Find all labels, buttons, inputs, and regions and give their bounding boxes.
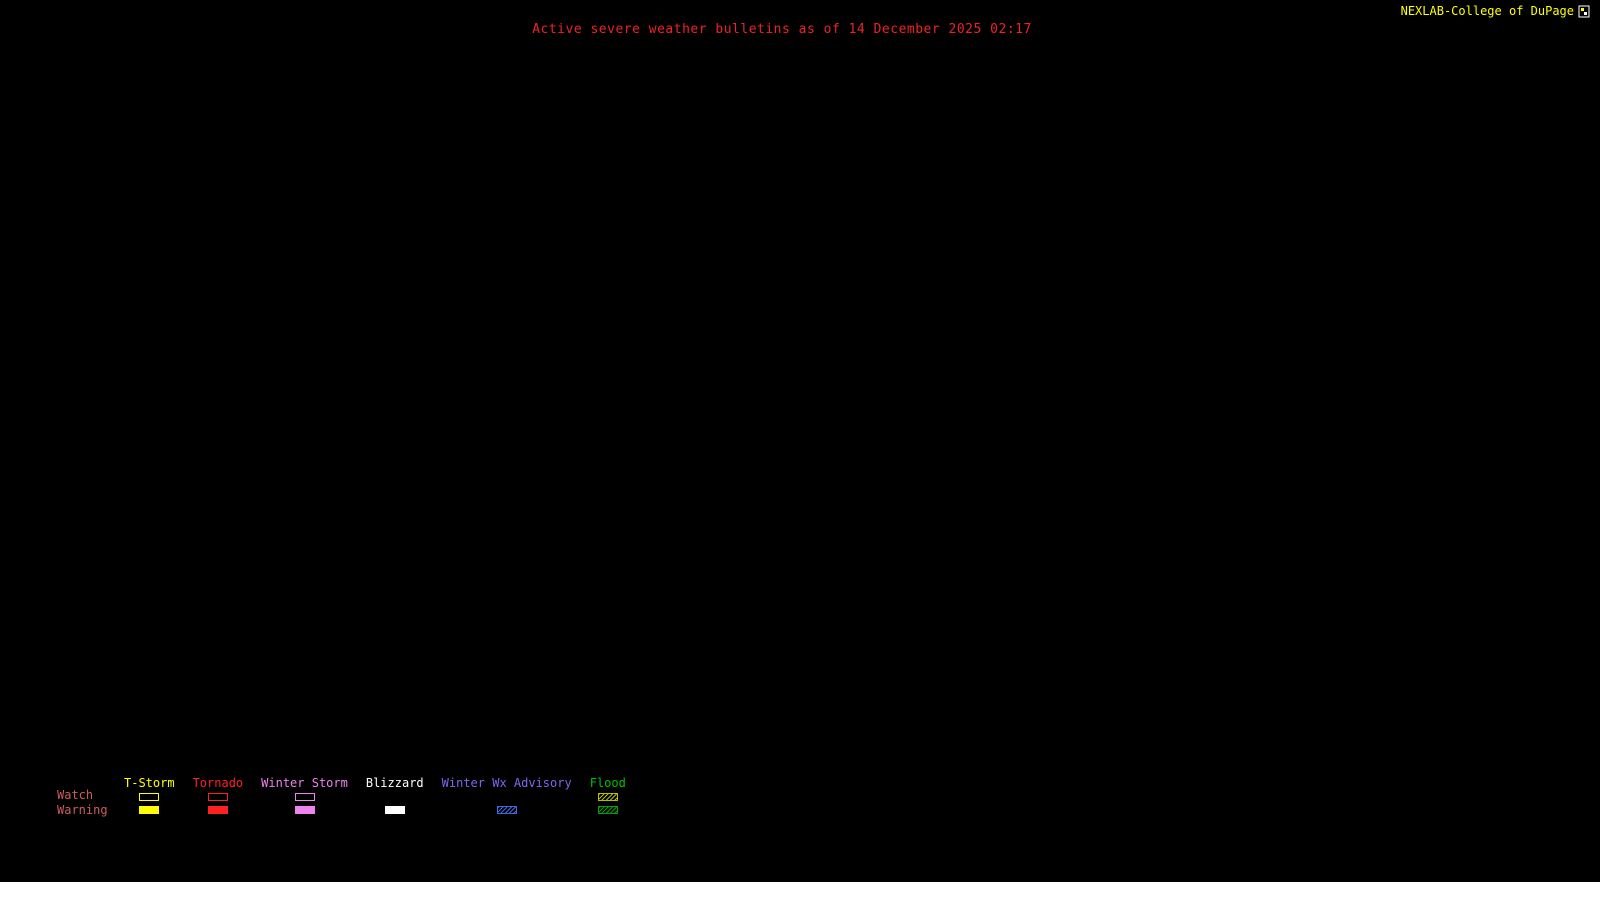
brand: NEXLAB-College of DuPage bbox=[1401, 4, 1590, 18]
flood-warning-swatch bbox=[597, 806, 618, 814]
legend-label-flood: Flood bbox=[589, 776, 626, 790]
brand-label: NEXLAB-College of DuPage bbox=[1400, 4, 1574, 18]
legend-column-blizzard: Blizzard bbox=[366, 776, 424, 814]
winter-wx-advisory-warning-swatch bbox=[496, 806, 517, 814]
tornado-warning-cell bbox=[207, 806, 228, 814]
winter-wx-advisory-warning-cell bbox=[496, 806, 517, 814]
t-storm-watch-swatch bbox=[139, 793, 160, 801]
legend-label-tornado: Tornado bbox=[192, 776, 244, 790]
legend-column-winter-wx-advisory: Winter Wx Advisory bbox=[442, 776, 572, 814]
winter-storm-watch-cell bbox=[294, 793, 315, 801]
cod-logo-icon bbox=[1578, 5, 1590, 18]
winter-storm-watch-swatch bbox=[294, 793, 315, 801]
blizzard-warning-swatch bbox=[384, 806, 405, 814]
winter-storm-warning-cell bbox=[294, 806, 315, 814]
tornado-watch-cell bbox=[207, 793, 228, 801]
flood-watch-cell bbox=[597, 793, 618, 801]
legend-columns: T-Storm Tornado Winter Storm Blizzard Winter… bbox=[124, 776, 626, 814]
legend-label-t-storm: T-Storm bbox=[124, 776, 175, 790]
legend-column-tornado: Tornado bbox=[192, 776, 244, 814]
legend-row-watch: Watch bbox=[57, 788, 94, 802]
tornado-warning-swatch bbox=[207, 806, 228, 814]
winter-wx-advisory-watch-cell bbox=[497, 793, 517, 801]
legend-label-winter-storm: Winter Storm bbox=[261, 776, 348, 790]
t-storm-warning-swatch bbox=[139, 806, 160, 814]
flood-watch-swatch bbox=[597, 793, 618, 801]
t-storm-warning-cell bbox=[139, 806, 160, 814]
legend-column-winter-storm: Winter Storm bbox=[261, 776, 348, 814]
legend-column-flood: Flood bbox=[590, 776, 626, 814]
blizzard-warning-cell bbox=[384, 806, 405, 814]
flood-warning-cell bbox=[597, 806, 618, 814]
legend: Watch Warning T-Storm Tornado Winter Storm… bbox=[0, 776, 700, 822]
blizzard-watch-cell bbox=[385, 793, 405, 801]
legend-label-blizzard: Blizzard bbox=[365, 776, 424, 790]
bulletin-title: Active severe weather bulletins as of 14… bbox=[532, 22, 1032, 37]
winter-storm-warning-swatch bbox=[294, 806, 315, 814]
legend-row-warning: Warning bbox=[57, 803, 108, 817]
legend-label-winter-wx-advisory: Winter Wx Advisory bbox=[441, 776, 572, 790]
legend-column-t-storm: T-Storm bbox=[124, 776, 175, 814]
t-storm-watch-cell bbox=[139, 793, 160, 801]
tornado-watch-swatch bbox=[207, 793, 228, 801]
